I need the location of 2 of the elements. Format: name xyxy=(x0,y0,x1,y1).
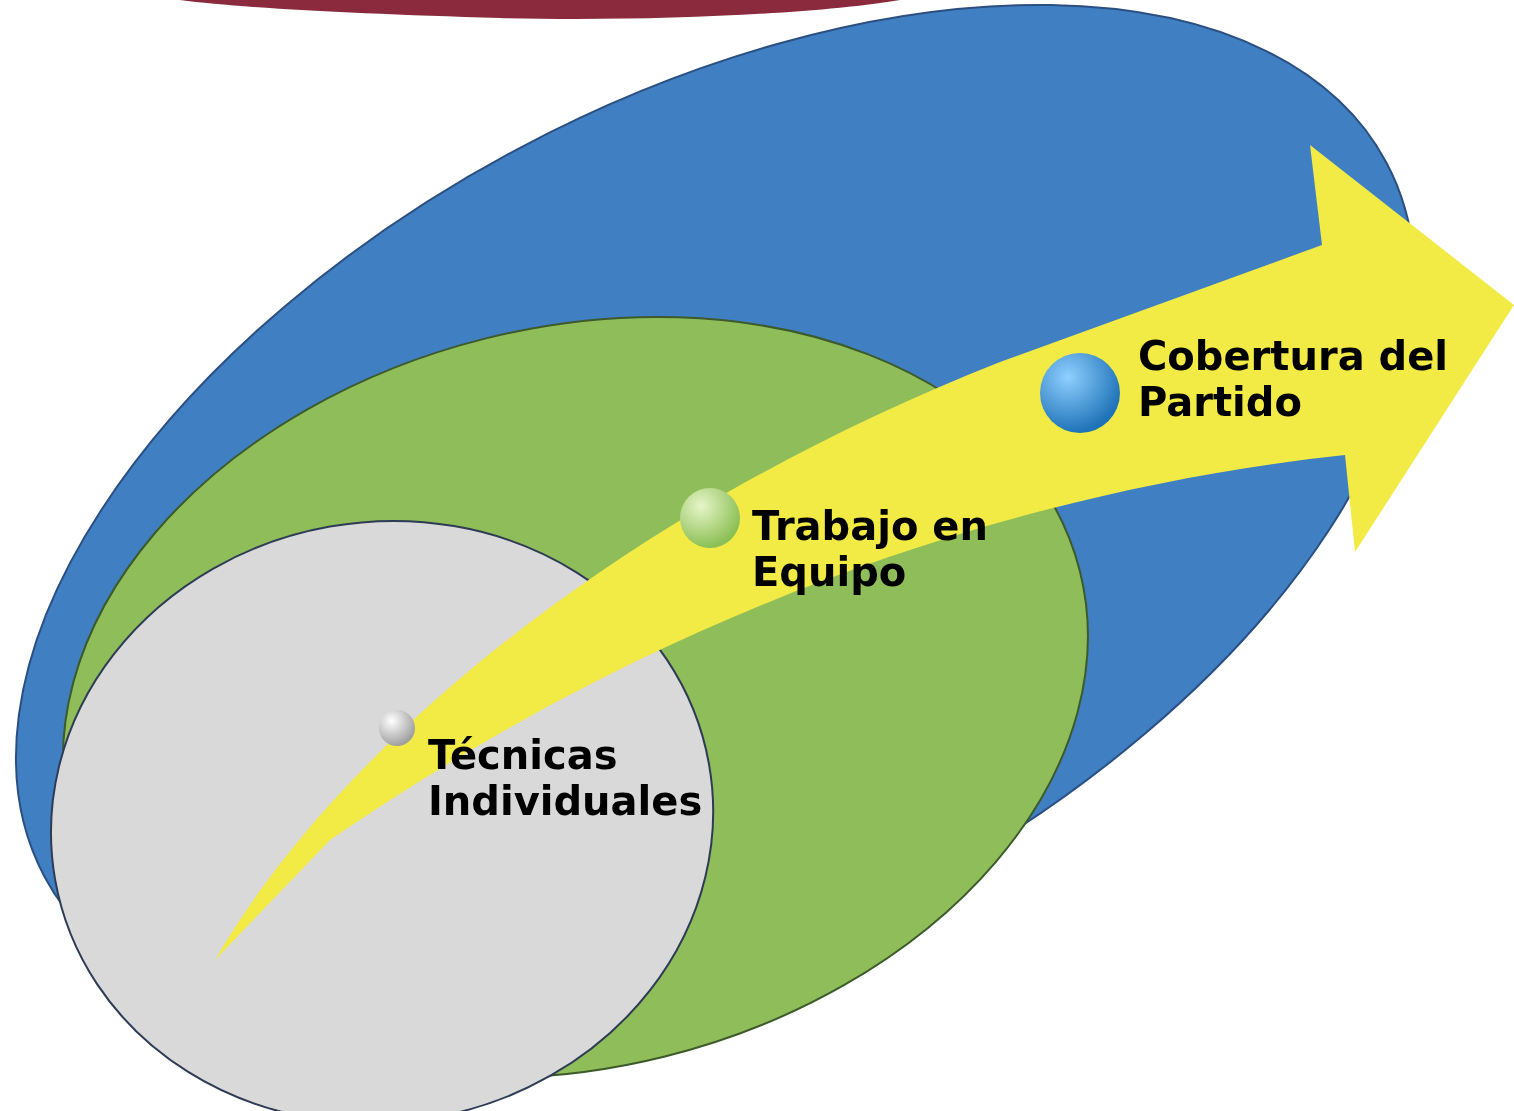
stage-label: Cobertura del Partido xyxy=(1138,333,1450,425)
stage-label: Trabajo en Equipo xyxy=(752,503,989,595)
